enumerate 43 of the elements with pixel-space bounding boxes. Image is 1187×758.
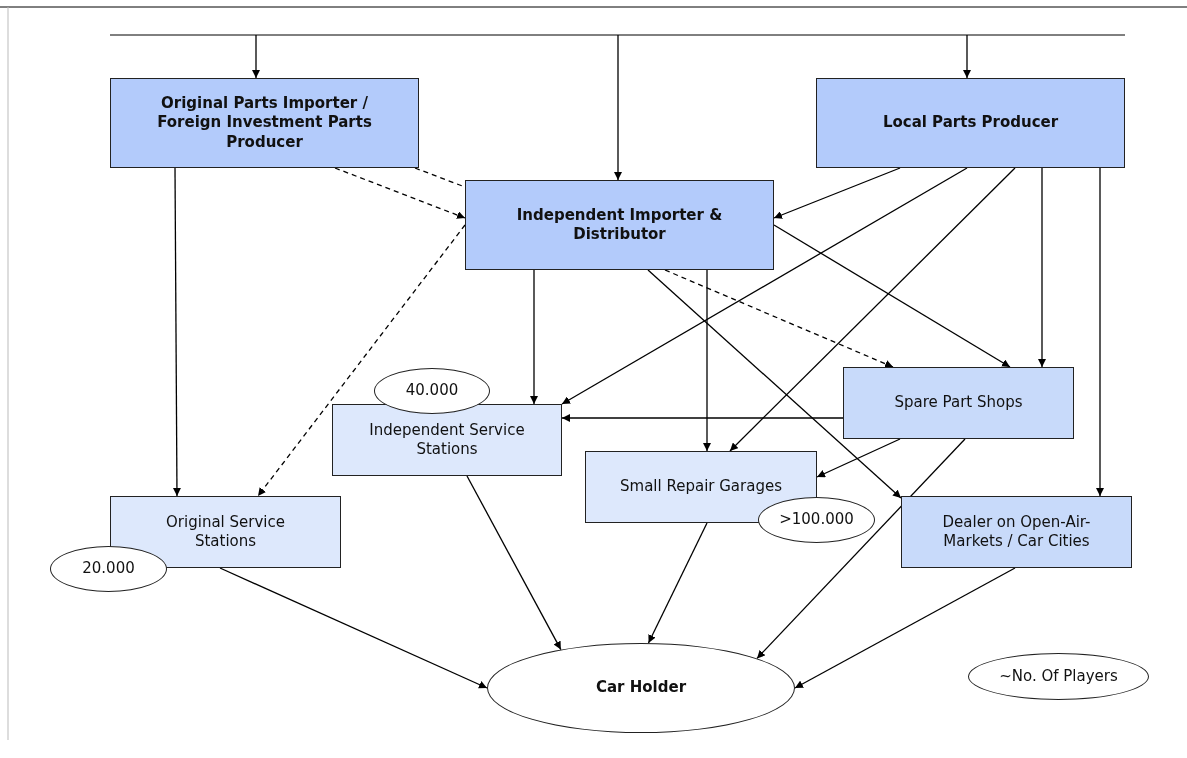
node-label: Original Parts Importer / Foreign Investment Parts Producer bbox=[156, 93, 373, 153]
process-box bbox=[901, 496, 1132, 568]
node-label: Independent Service Stations bbox=[368, 420, 526, 460]
arrow bbox=[963, 34, 971, 79]
count-ellipse bbox=[758, 497, 875, 543]
arrow bbox=[172, 167, 181, 497]
arrow bbox=[773, 224, 1011, 368]
arrow bbox=[257, 224, 466, 497]
node-label: 20.000 bbox=[82, 559, 135, 579]
node-label: Independent Importer & Distributor bbox=[515, 205, 724, 245]
arrow bbox=[466, 475, 562, 651]
process-box bbox=[465, 180, 774, 270]
arrow bbox=[647, 269, 902, 499]
arrow bbox=[729, 167, 1016, 452]
arrow bbox=[530, 269, 538, 405]
arrow bbox=[703, 269, 711, 452]
node-label: Car Holder bbox=[595, 678, 687, 698]
node-label: Original Service Stations bbox=[165, 512, 286, 552]
process-box bbox=[843, 367, 1074, 439]
arrow bbox=[756, 438, 966, 660]
arrow bbox=[1038, 167, 1046, 368]
arrow bbox=[334, 167, 466, 219]
arrow bbox=[219, 567, 488, 689]
node-label: Spare Part Shops bbox=[894, 393, 1023, 413]
process-box bbox=[816, 78, 1125, 168]
arrow bbox=[1096, 167, 1104, 497]
process-box bbox=[110, 78, 419, 168]
arrow bbox=[664, 269, 894, 368]
node-label: Dealer on Open-Air-Markets / Car Cities bbox=[941, 512, 1092, 552]
node-label: >100.000 bbox=[779, 510, 854, 530]
node-label: Local Parts Producer bbox=[882, 113, 1059, 133]
arrow bbox=[647, 522, 708, 644]
arrow bbox=[794, 567, 1016, 689]
arrow bbox=[614, 34, 622, 181]
arrow bbox=[561, 167, 968, 405]
process-box bbox=[332, 404, 562, 476]
node-label: ~No. Of Players bbox=[999, 666, 1118, 687]
node-label: Small Repair Garages bbox=[620, 477, 782, 497]
node-label: 40.000 bbox=[405, 381, 459, 401]
arrow bbox=[252, 34, 260, 79]
arrow bbox=[816, 438, 901, 478]
arrow bbox=[561, 414, 844, 422]
arrow bbox=[773, 167, 901, 219]
